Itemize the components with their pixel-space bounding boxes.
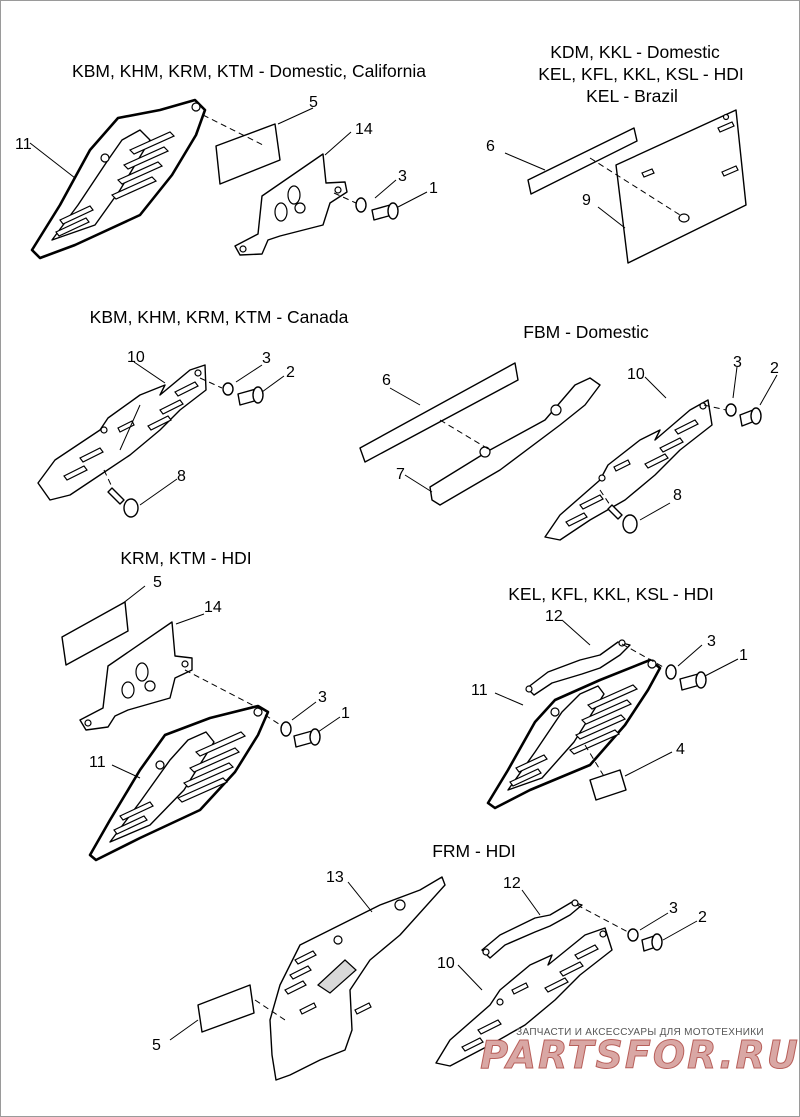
callout-10: 10 [437,955,455,972]
group-domestic-california: KBM, KHM, KRM, KTM - Domestic, Californi… [15,61,438,260]
callout-2: 2 [770,360,779,377]
plate-stiffener-12 [481,899,583,959]
screw-2 [641,933,663,952]
callout-11: 11 [89,754,106,771]
group-caption: KBM, KHM, KRM, KTM - Domestic, Californi… [72,61,426,81]
callout-1: 1 [341,705,350,722]
plate-stiffener-12 [525,639,631,696]
callout-8: 8 [177,468,186,485]
callout-5: 5 [152,1037,161,1054]
screw-1 [371,202,399,221]
license-plate-bracket-13 [269,876,446,1081]
group-caption: FBM - Domestic [523,322,649,342]
group-caption-line-2: KEL, KFL, KKL, KSL - HDI [538,64,744,84]
callout-14: 14 [204,599,222,616]
pad-5 [197,984,255,1033]
callout-3: 3 [318,689,327,706]
group-caption: KRM, KTM - HDI [120,548,251,568]
plate-10 [37,364,207,501]
screw-8 [607,504,638,534]
callout-14: 14 [355,121,373,138]
callout-3: 3 [669,900,678,917]
strip-6 [359,362,519,463]
group-caption-line-1: KDM, KKL - Domestic [550,42,720,62]
callout-13: 13 [326,869,344,886]
screw-2 [237,386,264,406]
callout-10: 10 [627,366,645,383]
license-plate-bracket-11 [486,658,662,810]
group-canada: KBM, KHM, KRM, KTM - Canada 10 [37,307,349,518]
callout-3: 3 [707,633,716,650]
callout-4: 4 [676,741,685,758]
callout-1: 1 [429,180,438,197]
screw-1 [679,671,707,691]
callout-1: 1 [739,647,748,664]
screw-8 [107,487,139,518]
callout-3: 3 [262,350,271,367]
washer-3 [355,197,367,213]
callout-12: 12 [545,608,563,625]
callout-5: 5 [153,574,162,591]
plate-10 [435,927,613,1067]
callout-9: 9 [582,192,591,209]
spacer-7 [429,377,601,506]
callout-12: 12 [503,875,521,892]
group-caption: KEL, KFL, KKL, KSL - HDI [508,584,714,604]
washer-3 [222,382,234,396]
group-kdm-kkl: KDM, KKL - Domestic KEL, KFL, KKL, KSL -… [486,42,747,264]
callout-5: 5 [309,94,318,111]
watermark: ЗАПЧАСТИ И АКСЕССУАРЫ ДЛЯ МОТОТЕХНИКИ PA… [480,1027,799,1078]
screw-1 [293,728,321,748]
pad-4 [589,769,627,801]
callout-6: 6 [382,372,391,389]
washer-3 [627,928,639,942]
strip-6 [527,127,638,195]
group-frm-hdi: FRM - HDI [152,841,707,1081]
license-plate-bracket-11 [30,98,207,260]
mounting-bracket-14 [234,153,348,256]
group-caption: KBM, KHM, KRM, KTM - Canada [90,307,349,327]
screw-2 [739,407,762,427]
group-kel-kfl-kkl-ksl-hdi: KEL, KFL, KKL, KSL - HDI [471,584,748,810]
callout-7: 7 [396,466,405,483]
callout-2: 2 [698,909,707,926]
callout-11: 11 [471,682,488,699]
group-krm-ktm-hdi: KRM, KTM - HDI 5 [61,548,350,862]
callout-3: 3 [398,168,407,185]
group-fbm-domestic: FBM - Domestic [359,322,779,541]
license-plate-bracket-11 [88,704,270,862]
plate-10 [544,399,713,541]
callout-6: 6 [486,138,495,155]
watermark-logo: PARTSFOR.RU [480,1033,799,1077]
washer-3 [280,721,292,737]
pad-5 [61,601,129,666]
watermark-tagline: ЗАПЧАСТИ И АКСЕССУАРЫ ДЛЯ МОТОТЕХНИКИ [516,1027,764,1038]
washer-3 [665,664,677,680]
callout-8: 8 [673,487,682,504]
washer-3 [725,403,737,417]
callout-2: 2 [286,364,295,381]
plate-9 [615,109,747,264]
callout-3: 3 [733,354,742,371]
group-caption-line-3: KEL - Brazil [586,86,678,106]
group-caption: FRM - HDI [432,841,516,861]
callout-10: 10 [127,349,145,366]
callout-11: 11 [15,136,32,153]
pad-5 [215,123,281,185]
